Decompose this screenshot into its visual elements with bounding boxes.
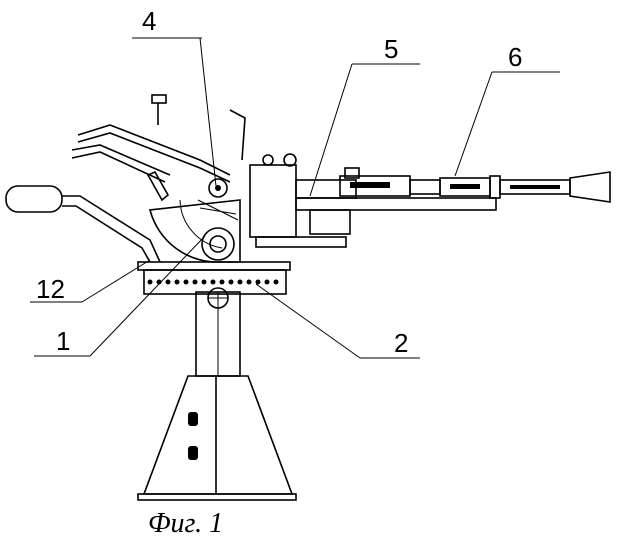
label-12: 12: [36, 274, 65, 304]
handles: [72, 95, 245, 200]
elevation-sector: [150, 179, 240, 262]
bolt-hole: [274, 280, 279, 285]
bolt-hole: [148, 280, 153, 285]
label-4: 4: [142, 6, 156, 36]
label-6: 6: [508, 42, 522, 72]
bolt-hole: [247, 280, 252, 285]
label-1: 1: [56, 326, 70, 356]
bolt-hole: [238, 280, 243, 285]
gun-receiver: [250, 154, 496, 247]
bolt-hole: [211, 280, 216, 285]
figure-caption: Фиг. 1: [148, 508, 223, 539]
label-2: 2: [394, 328, 408, 358]
counterweight: [6, 186, 160, 262]
bolt-hole: [193, 280, 198, 285]
turntable-plate: [138, 262, 290, 308]
bolt-hole: [166, 280, 171, 285]
bolt-hole: [184, 280, 189, 285]
pedestal: [138, 292, 296, 500]
label-5: 5: [384, 34, 398, 64]
bolt-hole: [229, 280, 234, 285]
bolt-hole: [175, 280, 180, 285]
bolt-hole: [202, 280, 207, 285]
bolt-hole: [220, 280, 225, 285]
bolt-hole: [265, 280, 270, 285]
